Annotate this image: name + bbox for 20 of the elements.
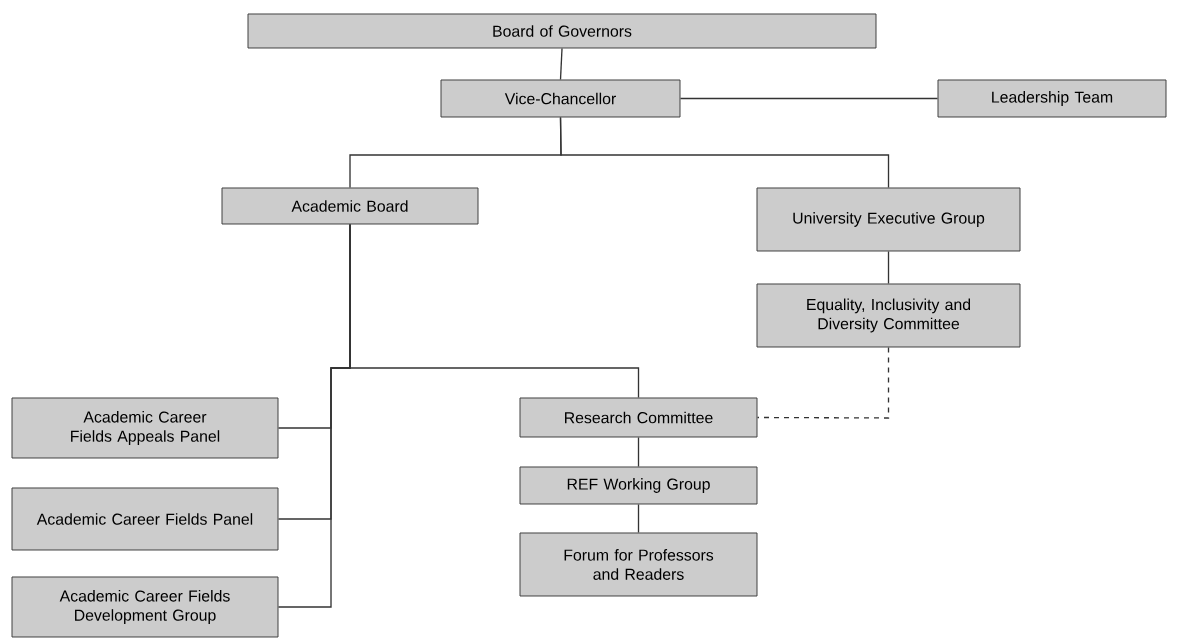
org-box: Vice-Chancellor — [440, 79, 681, 118]
connector-line — [637, 503, 640, 534]
org-box: REF Working Group — [519, 466, 758, 505]
connector-line — [559, 47, 563, 81]
org-box: Research Committee — [519, 397, 758, 438]
connector-line — [679, 97, 939, 100]
org-box: Board of Governors — [247, 13, 877, 49]
org-box: University Executive Group — [756, 187, 1021, 252]
org-box: Academic Board — [221, 187, 479, 225]
connector-line — [887, 250, 890, 285]
org-box: Academic Career Fields Appeals Panel — [11, 397, 279, 459]
connector-line — [637, 436, 640, 468]
connector-line — [559, 116, 890, 189]
org-box: Forum for Professors and Readers — [519, 532, 758, 597]
connector-line — [349, 223, 640, 399]
connector-line — [756, 346, 890, 419]
org-box: Academic Career Fields Development Group — [11, 576, 279, 638]
org-box: Leadership Team — [937, 79, 1167, 118]
org-box: Academic Career Fields Panel — [11, 487, 279, 551]
org-box: Equality, Inclusivity and Diversity Committee — [756, 283, 1021, 348]
